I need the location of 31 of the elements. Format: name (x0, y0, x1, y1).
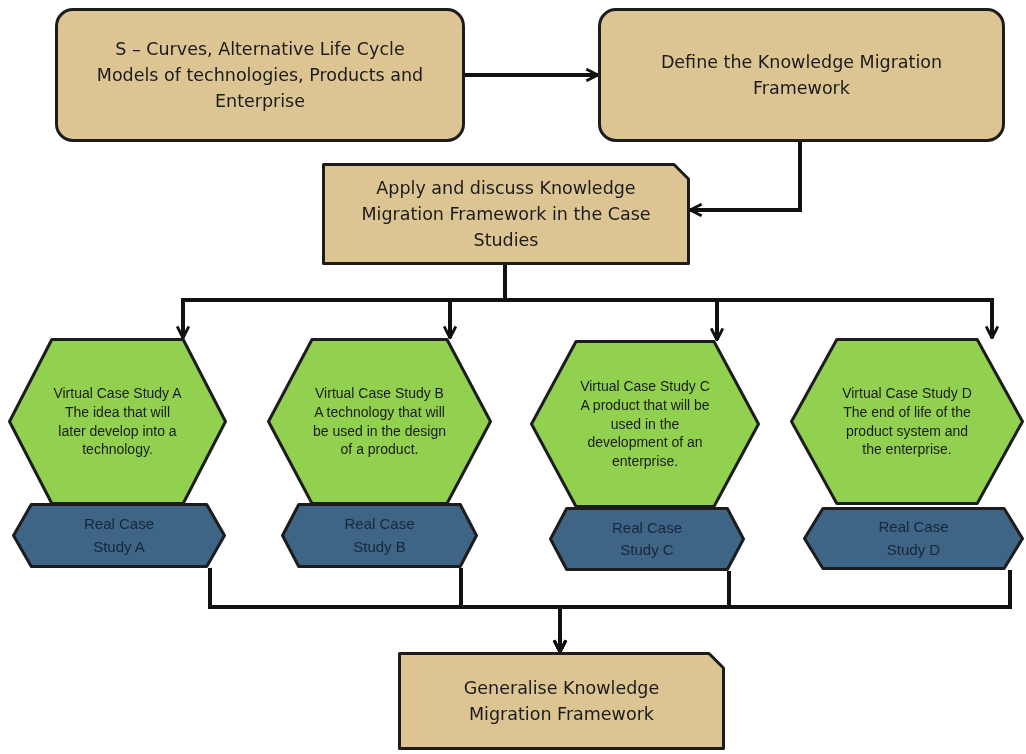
hexagon-box (8, 338, 227, 505)
hexagon-box (281, 503, 478, 568)
box-label: Real Case Study C (610, 517, 683, 560)
process-box (55, 8, 465, 142)
process-box (398, 652, 725, 750)
box-label: Virtual Case Study D (842, 383, 972, 403)
hexagon-box (790, 338, 1024, 505)
box-label: Virtual Case Study A (53, 383, 182, 403)
box-label: Virtual Case Study C (580, 376, 710, 396)
hexagon-box (12, 503, 226, 568)
process-box (598, 8, 1005, 142)
connector-arrow (552, 570, 1012, 654)
connector-arrow (688, 142, 802, 218)
connector-arrow (503, 265, 1000, 340)
box-label: Real Case Study A (82, 514, 155, 557)
hexagon-box (267, 338, 492, 505)
process-box (322, 163, 690, 265)
box-description: The end of life of the product system and the enterprise. (842, 402, 972, 460)
box-label: Apply and discuss Knowledge Migration Framework in the Case Studies (360, 176, 652, 253)
box-label: Define the Knowledge Migration Framework (659, 50, 944, 100)
box-label: Real Case Study D (877, 517, 950, 560)
box-label: S – Curves, Alternative Life Cycle Models of technologies, Products and Enterprise (95, 37, 425, 114)
hexagon-box (803, 507, 1024, 570)
box-label: Virtual Case Study B (315, 383, 444, 403)
box-label: Real Case Study B (343, 514, 416, 557)
box-description: A technology that will be used in the design of a product. (312, 402, 447, 460)
connector-arrow (465, 67, 600, 83)
box-description: The idea that will later develop into a technology. (57, 402, 178, 460)
hexagon-box (530, 340, 760, 508)
box-label: Generalise Knowledge Migration Framework (462, 676, 661, 726)
box-description: A product that will be used in the development of an enterprise. (579, 395, 711, 472)
